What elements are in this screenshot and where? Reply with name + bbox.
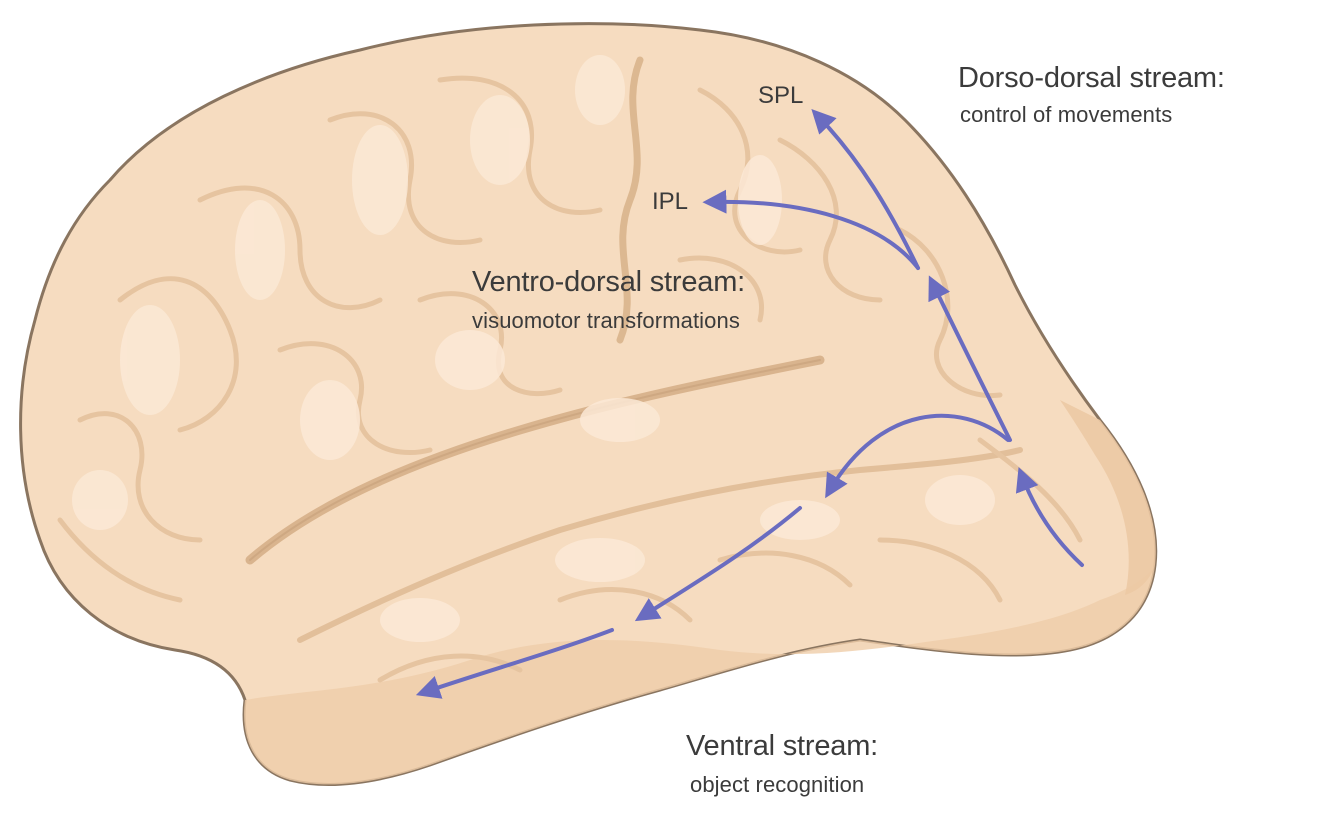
ventral-subtitle: object recognition — [690, 772, 864, 798]
ventro-dorsal-subtitle: visuomotor transformations — [472, 308, 740, 334]
dorso-dorsal-subtitle: control of movements — [960, 102, 1172, 128]
ventral-title: Ventral stream: — [686, 730, 878, 763]
spl-label: SPL — [758, 82, 803, 110]
ventro-dorsal-title: Ventro-dorsal stream: — [472, 266, 745, 299]
dorso-dorsal-title: Dorso-dorsal stream: — [958, 62, 1225, 95]
ipl-label: IPL — [652, 188, 688, 216]
